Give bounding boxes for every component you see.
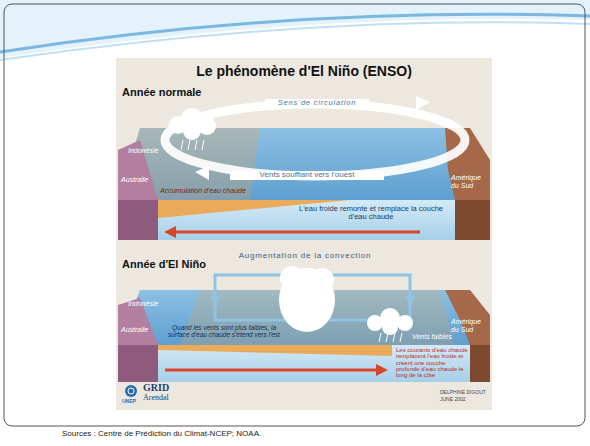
flow-label: Sens de circulation — [265, 99, 369, 107]
place-label: Indonésie — [128, 147, 158, 155]
process-note: L'eau froide remonte et remplace la couc… — [292, 205, 450, 222]
rain-cloud — [169, 108, 216, 140]
figure-title: Le phénomène d'El Niño (ENSO) — [116, 64, 492, 79]
logo-text: GRID — [143, 382, 169, 393]
australia-section — [118, 200, 158, 240]
convection-label: Augmentation de la convection — [220, 252, 390, 261]
convection-arrowhead — [405, 296, 415, 306]
place-label: Australie — [121, 176, 148, 184]
panel-heading: Année d'El Niño — [122, 258, 206, 270]
process-note: Les courants d'eau chaude remplacent l'e… — [396, 347, 468, 378]
wind-label: Vents soufflant vers l'ouest — [230, 171, 384, 180]
process-note: Quand les vents sont plus faibles, la su… — [163, 324, 285, 338]
convection-loop — [215, 275, 285, 320]
logo-text: UNEP — [122, 399, 136, 405]
warm-layer — [158, 345, 392, 356]
slide-frame — [4, 4, 585, 426]
slide-swoosh-line — [0, 22, 590, 60]
rain — [379, 333, 402, 342]
convection-arrowhead — [210, 296, 220, 306]
circulation-loop — [165, 104, 465, 176]
current-arrowhead — [164, 226, 176, 238]
ocean-section — [118, 345, 490, 382]
rain-cloud — [367, 308, 413, 335]
place-label: Australie — [121, 326, 148, 334]
circulation-arrowhead — [195, 166, 209, 180]
australia-section — [118, 345, 158, 382]
unep-logo — [125, 385, 137, 397]
wind-label: Vents faibles — [412, 333, 452, 341]
current-arrow — [172, 231, 420, 234]
circulation-arrowhead — [416, 96, 430, 110]
panel-heading: Année normale — [122, 86, 201, 98]
ocean-section — [118, 200, 490, 240]
credit-note: DELPHINE DIGOUT — [440, 390, 486, 396]
south-america-section — [455, 200, 490, 240]
australia-land — [118, 298, 158, 345]
source-caption: Sources : Centre de Prédiction du Climat… — [62, 430, 261, 439]
water-label: Accumulation d'eau chaude — [160, 187, 246, 195]
south-america-section — [470, 345, 490, 382]
current-arrowhead — [376, 364, 388, 376]
place-label: Amérique du Sud — [451, 318, 489, 333]
place-label: Amérique du Sud — [451, 174, 489, 189]
slide-swoosh-line — [0, 14, 590, 52]
logo-text: Arendal — [143, 394, 169, 403]
australia-land — [118, 140, 158, 200]
figure-card — [116, 58, 492, 410]
unep-logo — [128, 388, 134, 394]
convection-cloud — [279, 266, 335, 332]
credit-note: JUNE 2002 — [440, 397, 466, 403]
place-label: Indonésie — [128, 300, 158, 308]
current-arrow — [165, 369, 378, 372]
rain — [181, 140, 204, 150]
